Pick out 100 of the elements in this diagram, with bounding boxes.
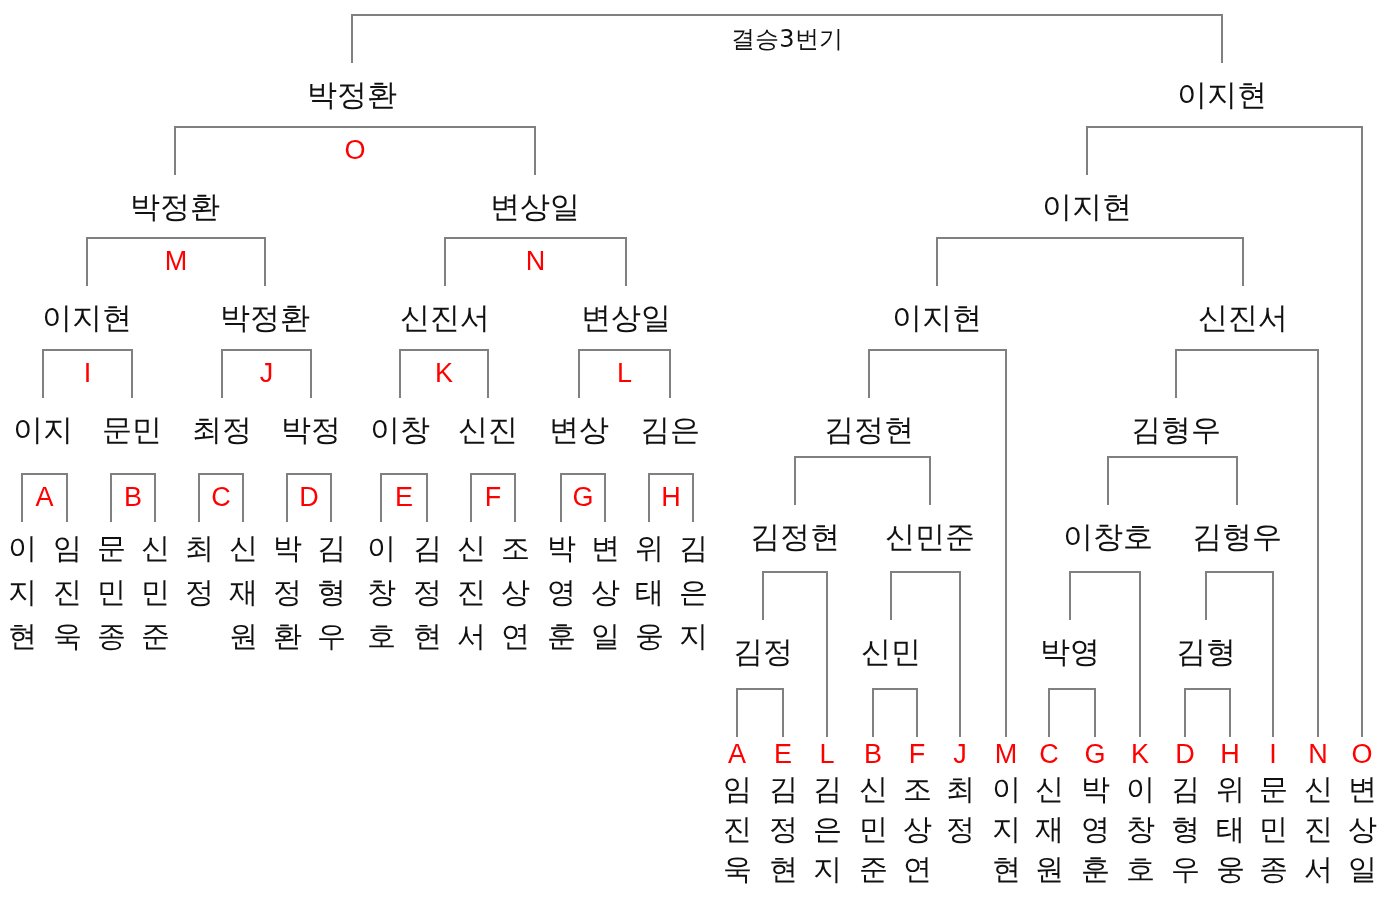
bracket-line — [1086, 126, 1363, 738]
winner-name: 이지 — [13, 412, 73, 448]
bracket-line — [399, 349, 489, 399]
match-letter: O — [1350, 739, 1374, 769]
winner-name: 신민준 — [885, 519, 975, 555]
player-name: 이창호 — [1125, 771, 1155, 888]
winner-name: 신진 — [458, 412, 518, 448]
player-name: 문민종 — [96, 530, 126, 655]
match-letter: H — [661, 482, 681, 513]
player-name: 이창호 — [366, 530, 396, 655]
player-name: 김정현 — [412, 530, 442, 655]
winner-name: 신진서 — [400, 300, 490, 336]
match-letter: K — [1130, 739, 1150, 769]
winner-name: 김정현 — [824, 412, 914, 448]
bracket-line — [578, 349, 671, 399]
player-name: 신민준 — [858, 771, 888, 888]
match-letter: G — [1083, 739, 1107, 769]
player-name: 위태웅 — [634, 530, 664, 655]
player-name: 조상연 — [902, 771, 932, 888]
winner-name: 이지현 — [1177, 77, 1267, 113]
player-name: 김형우 — [316, 530, 346, 655]
player-name: 김정현 — [768, 771, 798, 888]
match-letter: H — [1219, 739, 1241, 769]
match-letter: N — [1307, 739, 1329, 769]
match-letter: C — [1038, 739, 1060, 769]
bracket-line — [221, 349, 312, 399]
player-name: 박영훈 — [1080, 771, 1110, 888]
match-letter: I — [1268, 739, 1278, 769]
bracket-line — [1069, 571, 1141, 738]
match-letter: E — [395, 482, 413, 513]
match-letter: J — [952, 739, 968, 769]
player-name: 박정환 — [272, 530, 302, 655]
winner-name: 이지현 — [892, 300, 982, 336]
winner-name: 이창 — [370, 412, 430, 448]
winner-name: 변상일 — [581, 300, 671, 336]
match-letter: E — [773, 739, 793, 769]
player-name: 최정 — [945, 771, 975, 848]
winner-name: 신진서 — [1198, 300, 1288, 336]
match-letter: J — [259, 358, 274, 389]
player-name: 신진서 — [456, 530, 486, 655]
match-letter: L — [617, 358, 632, 389]
match-letter: B — [863, 739, 883, 769]
winner-name: 문민 — [102, 412, 162, 448]
player-name: 신재원 — [1034, 771, 1064, 888]
winner-name: 박정 — [281, 412, 341, 448]
winner-name: 박정환 — [130, 189, 220, 225]
player-name: 신진서 — [1303, 771, 1333, 888]
bracket-line — [872, 688, 918, 738]
match-letter: F — [907, 739, 927, 769]
bracket-line — [86, 237, 266, 287]
edge-label: 결승3번기 — [731, 24, 843, 55]
winner-name: 김형우 — [1131, 412, 1221, 448]
winner-name: 김은 — [640, 412, 700, 448]
player-name: 김은지 — [678, 530, 708, 655]
bracket-line — [794, 456, 931, 506]
match-letter: G — [572, 482, 594, 513]
winner-name: 박정환 — [220, 300, 310, 336]
winner-name: 변상일 — [490, 189, 580, 225]
winner-name: 최정 — [192, 412, 252, 448]
bracket-line — [762, 571, 828, 738]
bracket-line — [1184, 688, 1231, 738]
player-name: 이지현 — [7, 530, 37, 655]
player-name: 이지현 — [991, 771, 1021, 888]
match-letter: I — [83, 358, 92, 389]
winner-name: 이지현 — [42, 300, 132, 336]
match-letter: N — [525, 246, 546, 277]
match-letter: D — [1174, 739, 1196, 769]
player-name: 신재원 — [228, 530, 258, 655]
player-name: 임진욱 — [52, 530, 82, 655]
bracket-line — [286, 473, 332, 523]
bracket-line — [110, 473, 156, 523]
bracket-line — [1048, 688, 1096, 738]
bracket-line — [470, 473, 516, 523]
bracket-line — [1107, 456, 1238, 506]
match-letter: M — [164, 246, 188, 277]
player-name: 조상연 — [500, 530, 530, 655]
winner-name: 김형 — [1176, 634, 1236, 670]
winner-name: 신민 — [861, 634, 921, 670]
bracket-line — [560, 473, 606, 523]
bracket-line — [648, 473, 694, 523]
match-letter: A — [35, 482, 54, 513]
player-name: 임진욱 — [722, 771, 752, 888]
match-letter: O — [344, 135, 366, 166]
match-letter: L — [818, 739, 836, 769]
player-name: 변상일 — [590, 530, 620, 655]
winner-name: 김정 — [733, 634, 793, 670]
bracket-line — [444, 237, 627, 287]
bracket-line — [380, 473, 428, 523]
winner-name: 박영 — [1040, 634, 1100, 670]
bracket-line — [174, 126, 536, 176]
bracket-line — [351, 14, 1223, 64]
bracket-line — [936, 237, 1244, 287]
match-letter: M — [993, 739, 1019, 769]
bracket-line — [1205, 571, 1274, 738]
winner-name: 변상 — [549, 412, 609, 448]
player-name: 신민준 — [140, 530, 170, 655]
player-name: 김은지 — [812, 771, 842, 888]
bracket-line — [198, 473, 244, 523]
bracket-line — [890, 571, 961, 738]
winner-name: 이창호 — [1063, 519, 1153, 555]
